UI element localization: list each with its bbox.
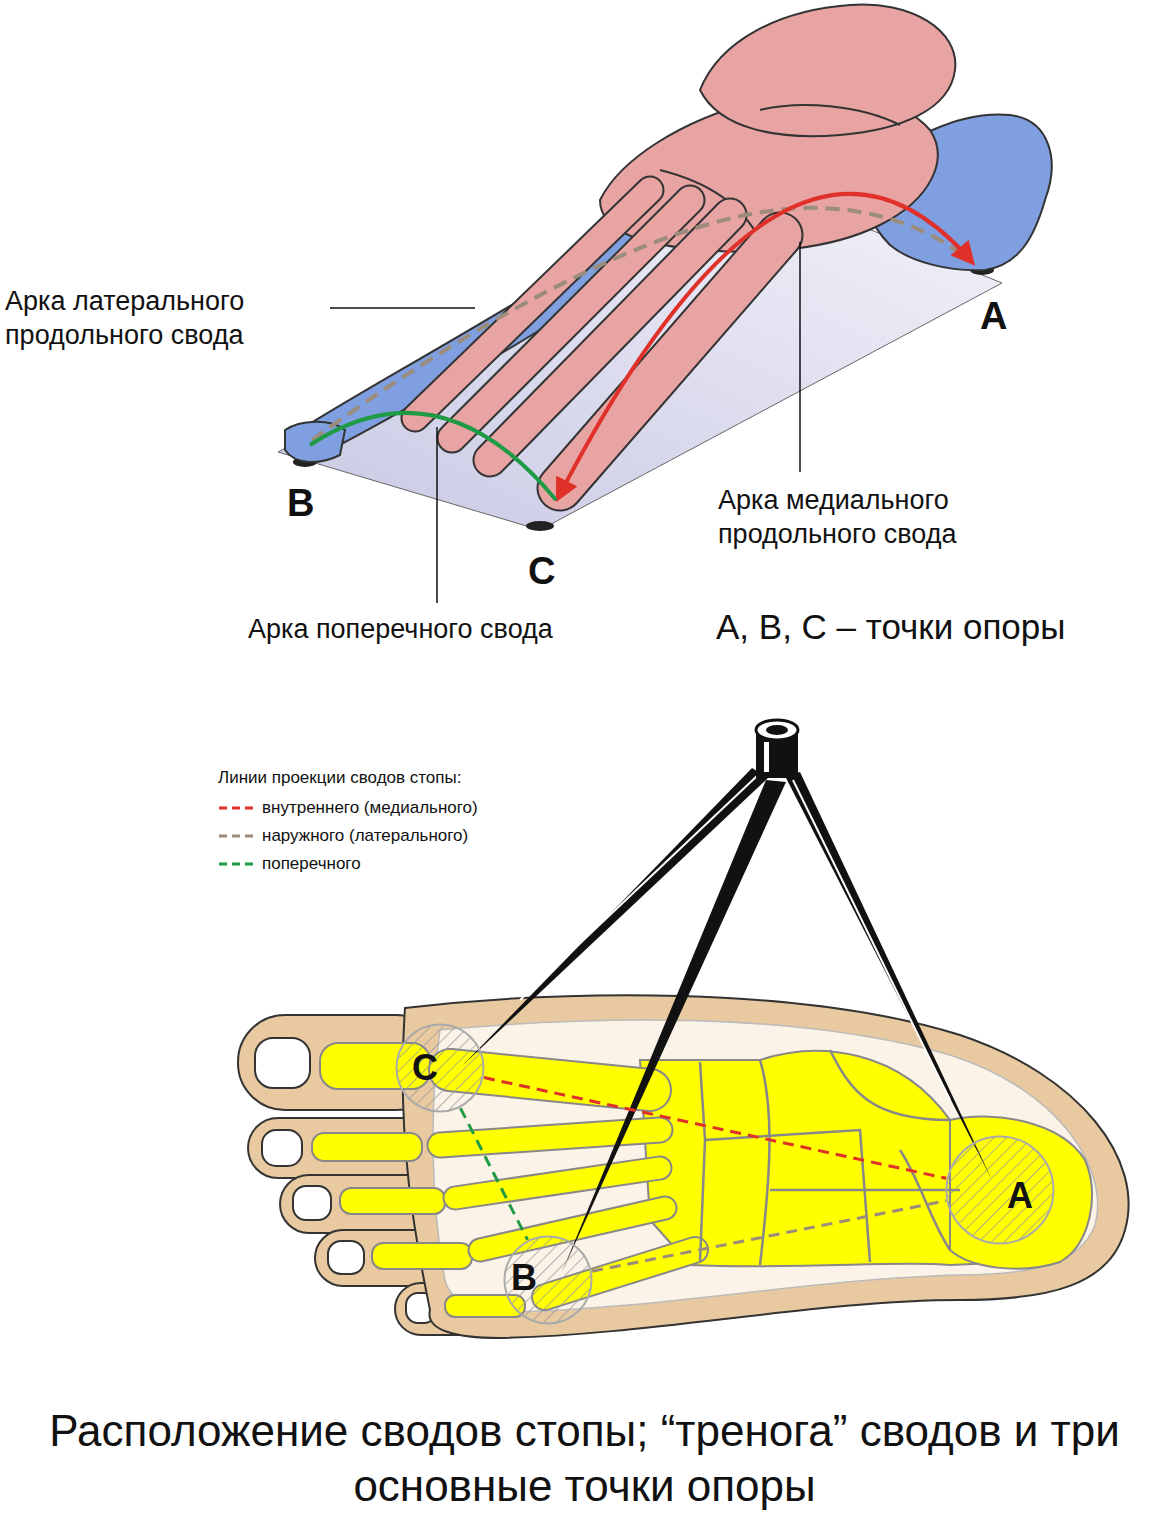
hatched-circle <box>395 1023 485 1113</box>
hatched-circle-outline <box>505 1237 592 1324</box>
legend-line <box>219 835 255 838</box>
arch-projection-line <box>592 1201 946 1271</box>
caption: Расположение сводов стопы; “тренога” сво… <box>20 1403 1149 1513</box>
legend-row: внутреннего (медиального) <box>218 796 618 820</box>
legend-row: наружного (латерального) <box>218 824 618 848</box>
point-letter: B <box>511 1260 537 1296</box>
arch-label: Арка поперечного свода <box>248 613 668 647</box>
point-letter: B <box>287 480 327 528</box>
point-letter: C <box>412 1050 438 1086</box>
legend-line <box>219 807 255 810</box>
point-letter: A <box>980 293 1020 341</box>
legend-line-sample <box>218 796 258 820</box>
arch-projection-line <box>460 1108 527 1240</box>
hatched-circle <box>945 1135 1055 1245</box>
arch-label: Арка латерального продольного свода <box>5 285 325 353</box>
legend-text: внутреннего (медиального) <box>262 797 478 819</box>
legend-line <box>219 863 255 866</box>
legend-title: Линии проекции сводов стопы: <box>218 767 618 788</box>
leader-line <box>330 242 800 603</box>
point-letter: A <box>1007 1178 1033 1214</box>
legend-text: наружного (латерального) <box>262 825 468 847</box>
point-letter: C <box>528 548 568 596</box>
support-point-circle: C <box>395 1023 485 1113</box>
arch-label: Арка медиального продольного свода <box>718 484 1058 552</box>
legend-line-sample <box>218 852 258 876</box>
support-point-circle: A <box>945 1135 1055 1245</box>
legend-line-sample <box>218 824 258 848</box>
arch-projection-line <box>484 1078 946 1179</box>
support-point-circle: B <box>503 1235 593 1325</box>
note: A, B, C – точки опоры <box>716 605 1161 649</box>
hatched-circle-outline <box>397 1025 484 1112</box>
foot-sole-skeleton <box>238 995 1129 1338</box>
foot-skeleton-3d <box>278 4 1052 531</box>
legend-text: поперечного <box>262 853 361 875</box>
tripod <box>462 720 992 1272</box>
legend-row: поперечного <box>218 852 618 876</box>
hatched-circle-outline <box>947 1137 1054 1244</box>
